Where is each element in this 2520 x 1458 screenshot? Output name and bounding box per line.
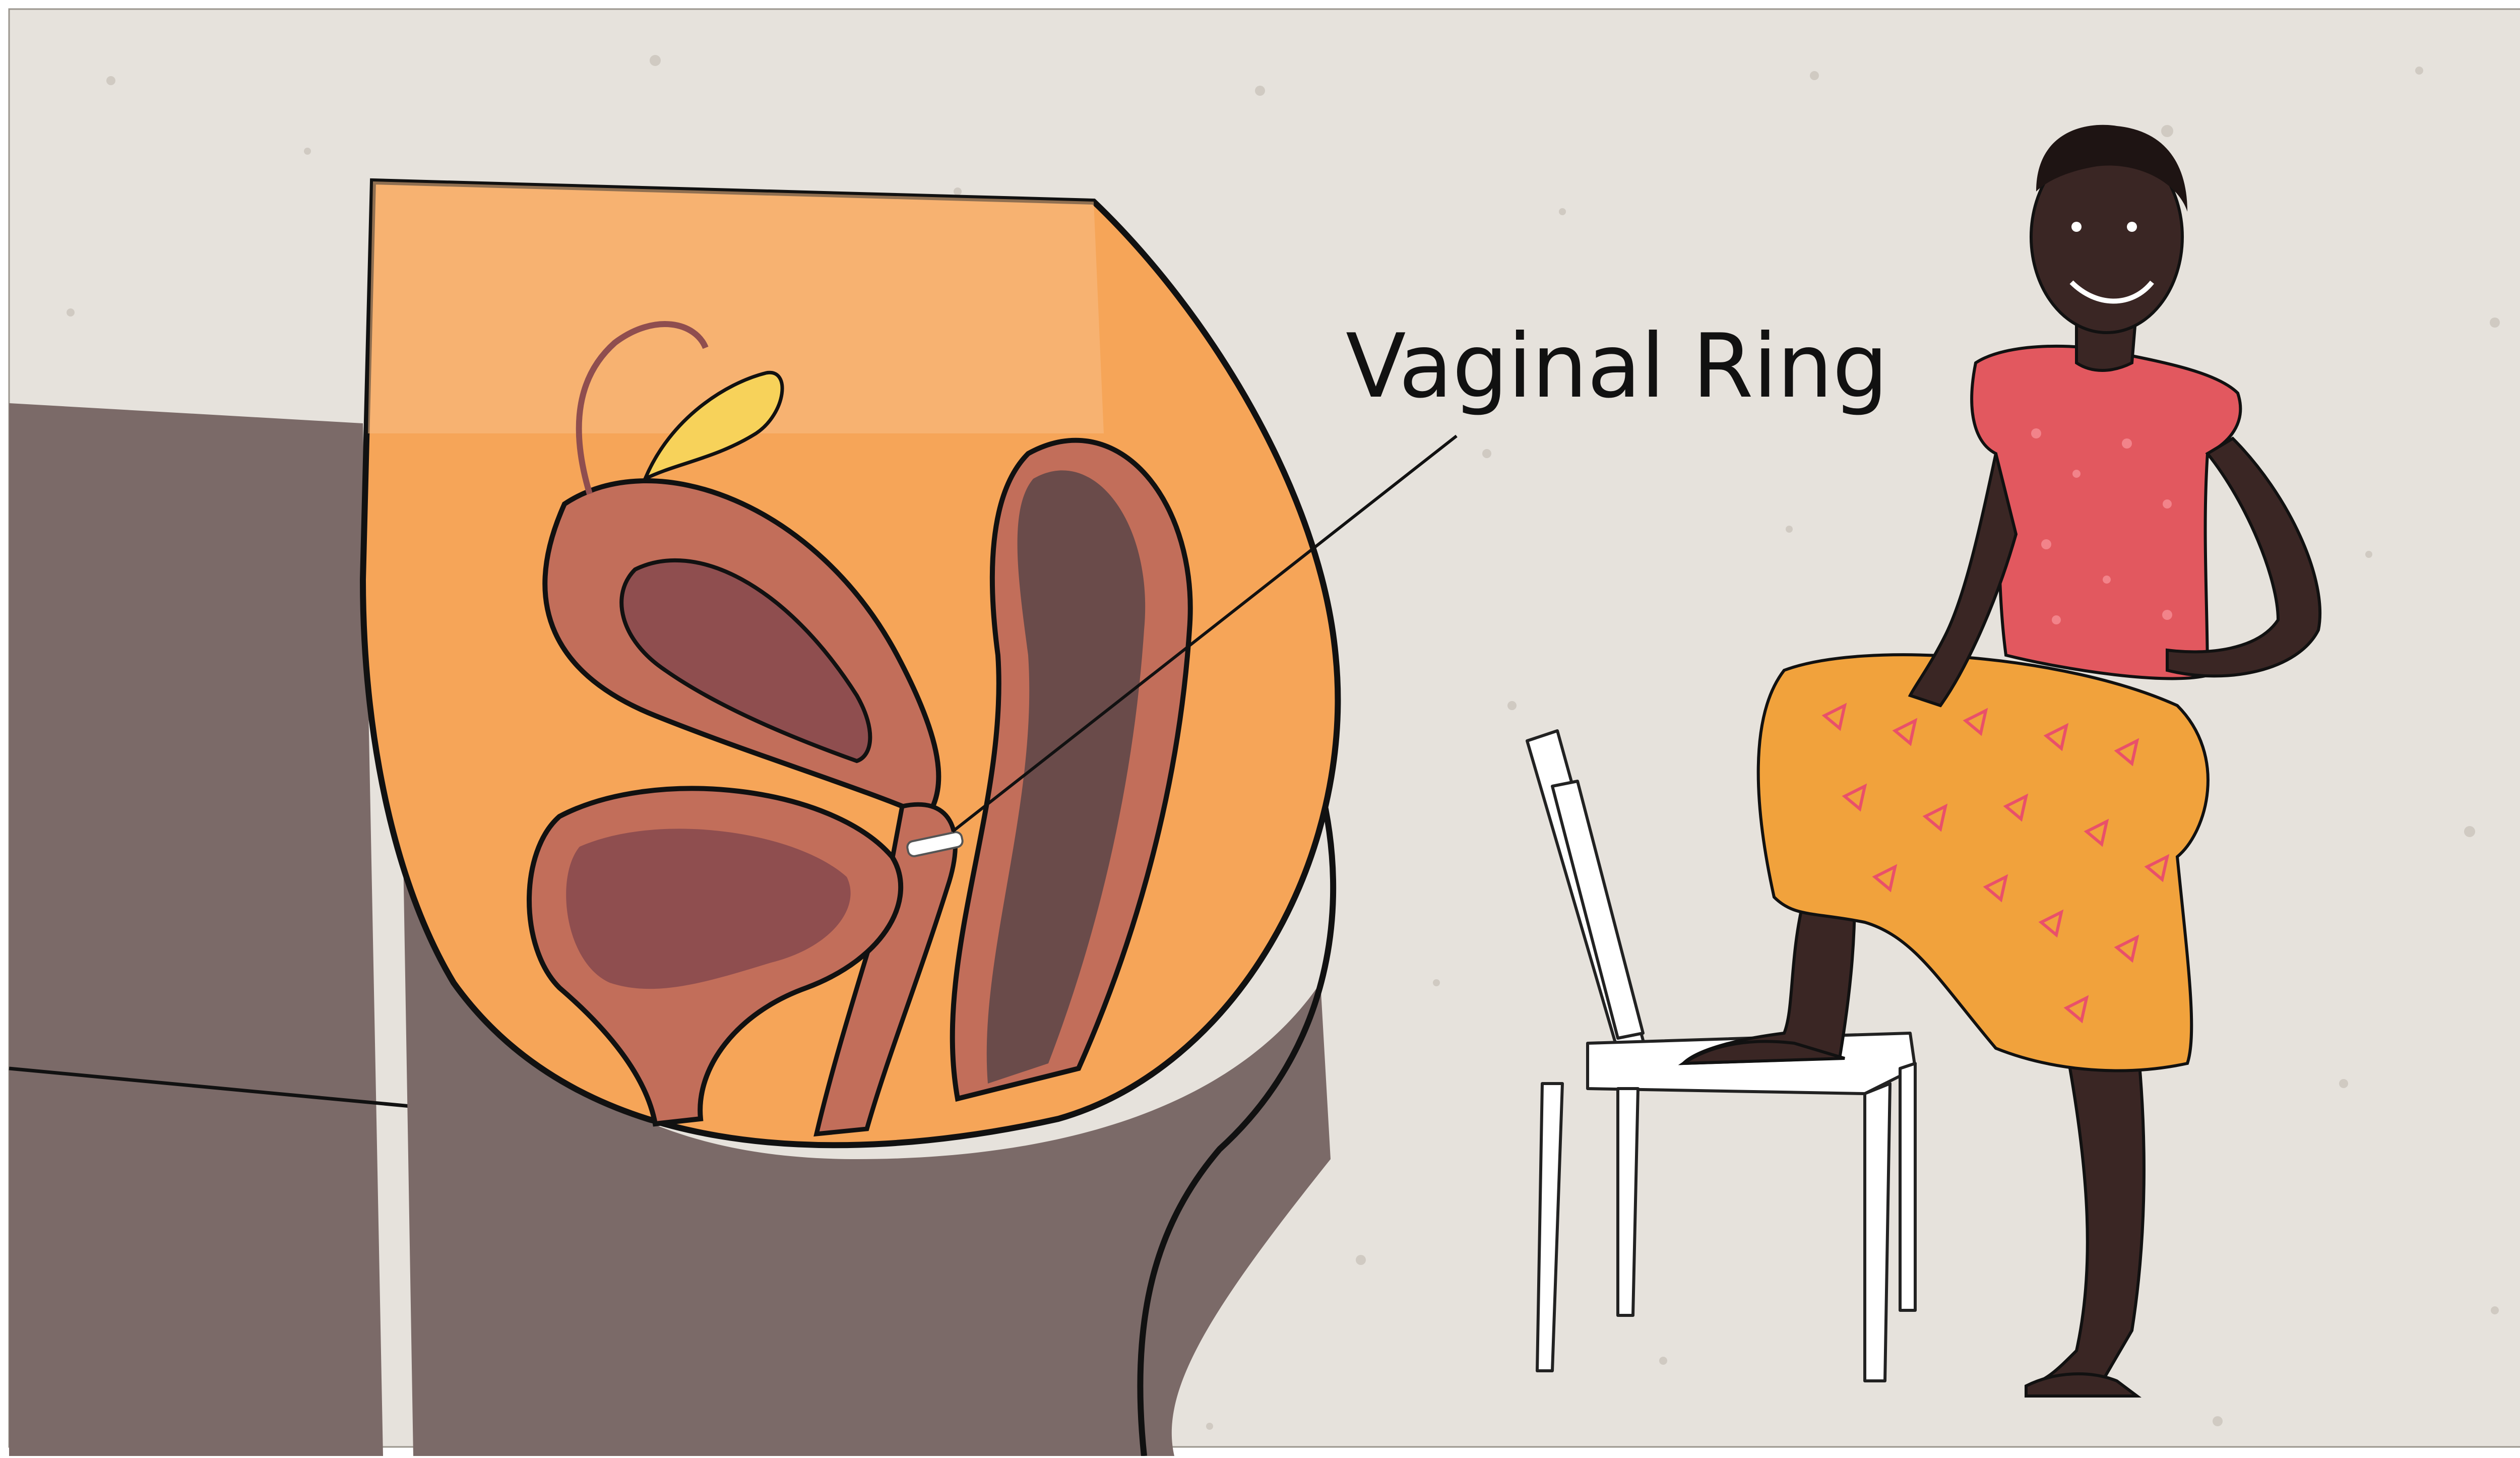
vaginal-ring-label: Vaginal Ring xyxy=(1346,323,1888,411)
pelvis-cross-section xyxy=(363,181,1338,1145)
